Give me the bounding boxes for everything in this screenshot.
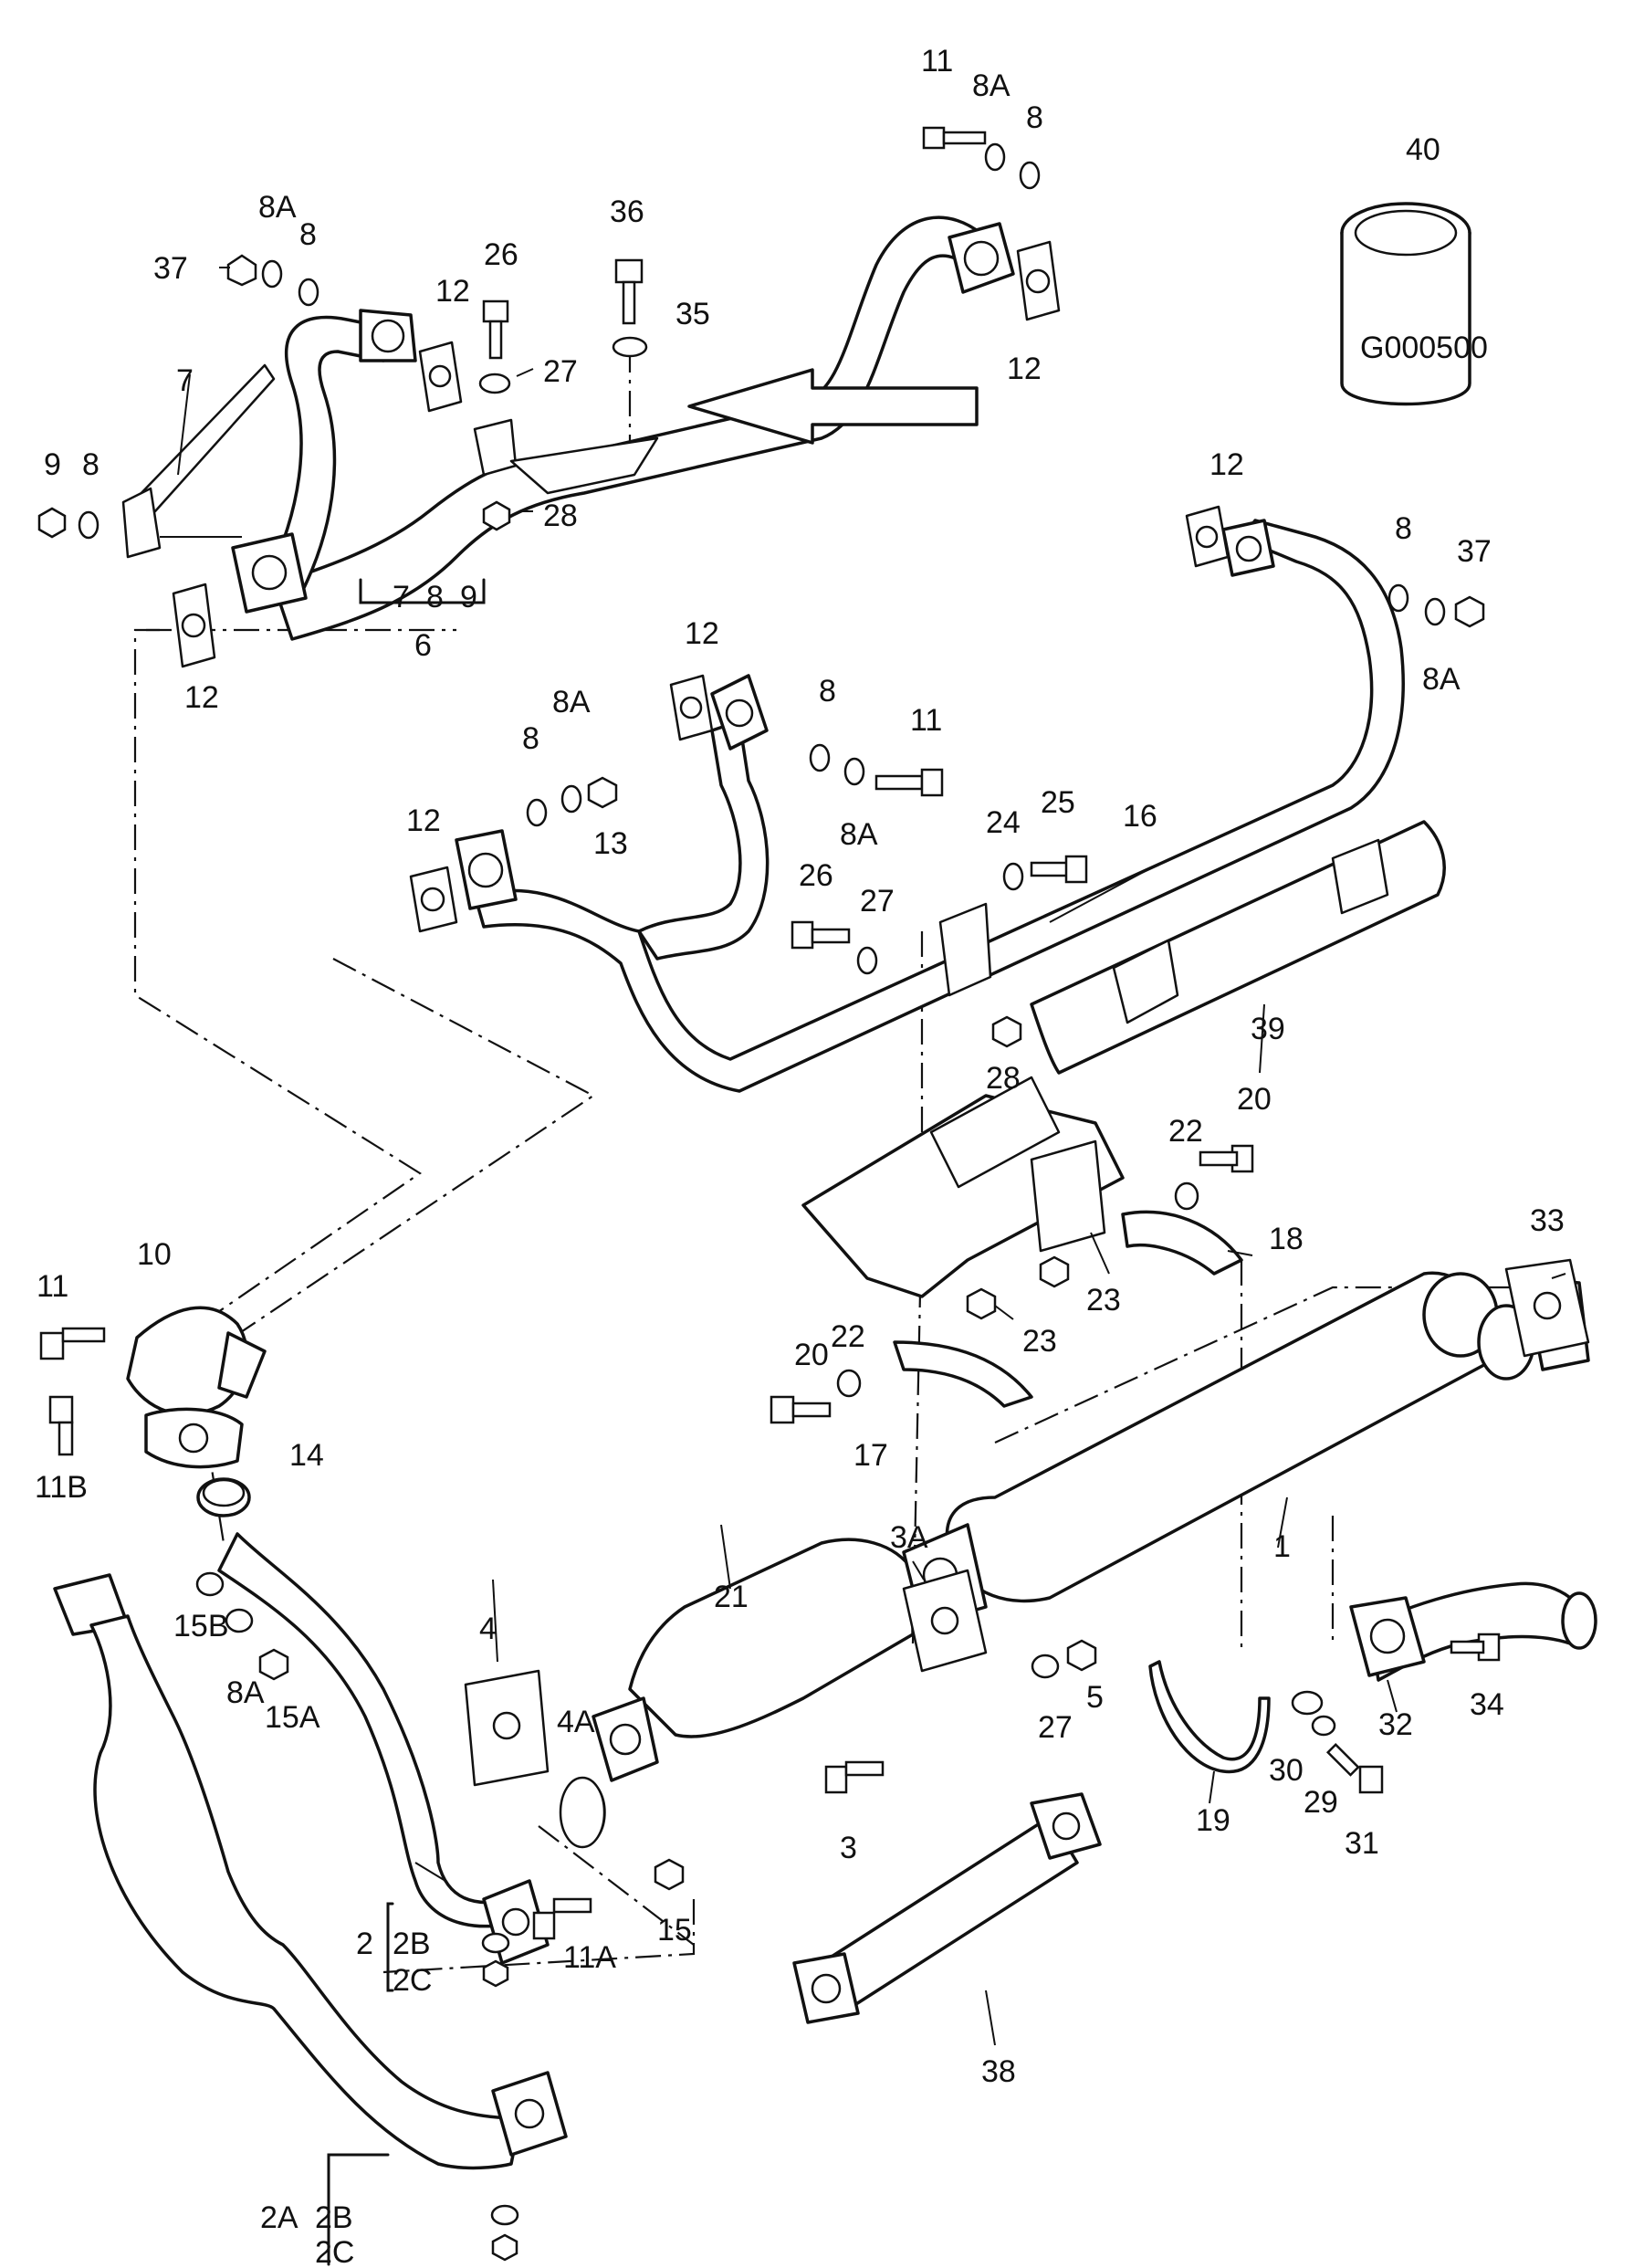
callout-36: 36	[610, 194, 644, 229]
callout-37: 37	[153, 251, 188, 286]
callout-17: 17	[853, 1438, 888, 1473]
callout-22: 22	[1168, 1114, 1203, 1149]
callout-30: 30	[1269, 1753, 1304, 1788]
callout-31: 31	[1345, 1826, 1379, 1861]
callout-2C: 2C	[393, 1963, 432, 1998]
callout-34: 34	[1470, 1687, 1504, 1722]
callout-8: 8	[819, 674, 836, 709]
callout-8: 8	[82, 447, 99, 482]
callout-1: 1	[1273, 1529, 1291, 1564]
center-muffler-1[interactable]	[945, 1271, 1590, 1603]
callout-21: 21	[714, 1580, 749, 1614]
callout-13: 13	[593, 826, 628, 861]
callout-19: 19	[1196, 1803, 1230, 1838]
callout-3A: 3A	[890, 1520, 928, 1555]
callout-27: 27	[860, 884, 895, 919]
intermediate-pipe-38[interactable]	[792, 1792, 1102, 2024]
callout-8A: 8A	[1422, 662, 1461, 697]
callout-8: 8	[299, 217, 317, 252]
callout-6: 6	[414, 628, 432, 663]
callout-2C: 2C	[315, 2235, 354, 2268]
callout-2A: 2A	[260, 2200, 298, 2235]
callout-8A: 8A	[552, 685, 591, 719]
callout-9: 9	[44, 447, 61, 482]
callout-16: 16	[1123, 799, 1157, 834]
callout-39: 39	[1251, 1012, 1285, 1046]
callout-12: 12	[685, 616, 719, 651]
callout-37: 37	[1457, 534, 1492, 569]
callout-24: 24	[986, 805, 1021, 840]
callout-8: 8	[1395, 511, 1412, 546]
callout-18: 18	[1269, 1222, 1304, 1256]
callout-11: 11	[921, 44, 953, 79]
catalytic-converter-21[interactable]	[562, 1523, 988, 1846]
heat-shield-39[interactable]	[1030, 820, 1446, 1075]
callout-32: 32	[1378, 1707, 1413, 1742]
callout-35: 35	[675, 297, 710, 331]
callout-12: 12	[435, 274, 470, 309]
callout-12: 12	[184, 680, 219, 715]
arrow-indicator	[687, 368, 979, 445]
callout-20: 20	[794, 1338, 829, 1372]
mounting-bracket-assembly[interactable]	[801, 1076, 1243, 1408]
callout-25: 25	[1041, 785, 1075, 820]
catalog-code: G000500	[1360, 331, 1488, 365]
callout-8: 8	[522, 721, 539, 756]
callout-23: 23	[1022, 1324, 1057, 1359]
callout-12: 12	[406, 803, 441, 838]
callout-28: 28	[986, 1061, 1021, 1096]
front-pipe-assembly-6[interactable]	[121, 215, 1015, 641]
callout-23: 23	[1086, 1283, 1121, 1318]
callout-8A: 8A	[258, 190, 297, 225]
hardware	[37, 126, 1590, 2266]
callout-12: 12	[1007, 352, 1042, 386]
callout-8: 8	[1026, 100, 1043, 135]
callout-10: 10	[137, 1237, 172, 1272]
converter-pipe-2A[interactable]	[53, 1573, 568, 2170]
callout-14: 14	[289, 1438, 324, 1473]
callout-2B: 2B	[315, 2200, 353, 2235]
callout-26: 26	[799, 858, 833, 893]
callout-4A: 4A	[557, 1705, 595, 1739]
callout-9: 9	[460, 580, 477, 614]
callout-33: 33	[1530, 1203, 1565, 1238]
callout-labels: 11 8A 8 40 G000500 8A 8 37 26 36 35 27 1…	[35, 44, 1565, 2268]
callout-11A: 11A	[563, 1940, 616, 1975]
callout-27: 27	[543, 354, 578, 389]
front-pipe-16[interactable]	[455, 519, 1405, 1093]
callout-11: 11	[37, 1269, 68, 1304]
callout-28: 28	[543, 499, 578, 533]
clamp-19[interactable]	[1148, 1660, 1271, 1774]
tailpipe-32[interactable]	[1349, 1581, 1597, 1682]
callout-15B: 15B	[173, 1609, 229, 1643]
callout-7: 7	[176, 363, 194, 398]
callout-12: 12	[1209, 447, 1244, 482]
callout-11: 11	[910, 703, 942, 738]
callout-29: 29	[1304, 1785, 1338, 1820]
callout-4: 4	[479, 1612, 497, 1646]
callout-38: 38	[981, 2054, 1016, 2089]
callout-20: 20	[1237, 1082, 1272, 1117]
callout-15: 15	[657, 1913, 692, 1948]
callout-8A: 8A	[840, 817, 878, 852]
catalog-can-40	[1340, 202, 1471, 406]
callout-2B: 2B	[393, 1927, 431, 1961]
callout-15A: 15A	[265, 1700, 320, 1735]
callout-26: 26	[484, 237, 518, 272]
callout-40: 40	[1406, 132, 1440, 167]
callout-5: 5	[1086, 1680, 1104, 1715]
callout-27: 27	[1038, 1710, 1073, 1745]
callout-7: 7	[393, 580, 410, 614]
callout-8A: 8A	[972, 68, 1010, 103]
leader-lines	[177, 267, 1566, 2046]
callout-8: 8	[426, 580, 444, 614]
callout-22: 22	[831, 1319, 865, 1354]
callout-2: 2	[356, 1927, 373, 1961]
callout-11B: 11B	[35, 1470, 88, 1505]
callout-3: 3	[840, 1831, 857, 1865]
callout-8A: 8A	[226, 1675, 265, 1710]
